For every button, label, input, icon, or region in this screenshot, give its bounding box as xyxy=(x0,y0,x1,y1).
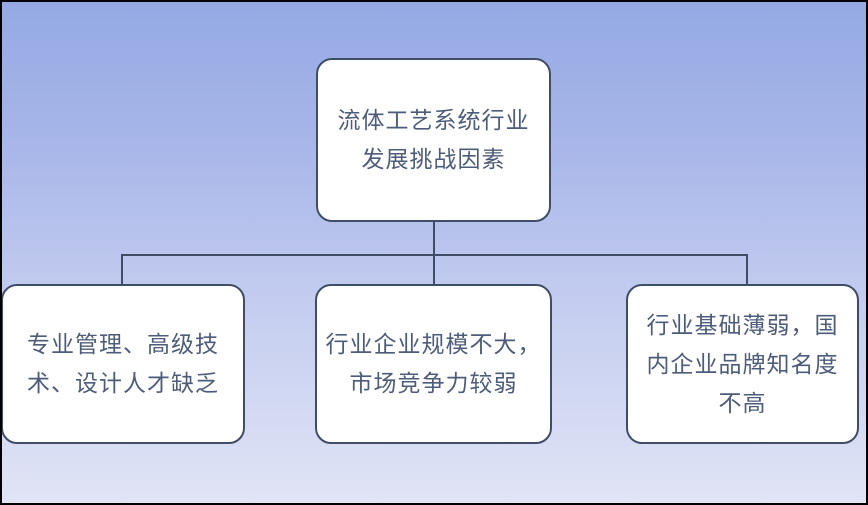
connector-root-stem xyxy=(433,222,435,255)
child-node-talent-shortage[interactable]: 专业管理、高级技 术、设计人才缺乏 xyxy=(2,284,245,444)
connector-drop-right xyxy=(746,255,748,285)
child-node-label: 专业管理、高级技 术、设计人才缺乏 xyxy=(27,331,219,396)
connector-drop-middle xyxy=(433,255,435,285)
connector-drop-left xyxy=(121,255,123,285)
child-node-label: 行业企业规模不大， 市场竞争力较弱 xyxy=(325,331,542,396)
root-node-label: 流体工艺系统行业 发展挑战因素 xyxy=(337,107,530,172)
child-node-weak-foundation[interactable]: 行业基础薄弱，国 内企业品牌知名度 不高 xyxy=(626,284,859,444)
root-node[interactable]: 流体工艺系统行业 发展挑战因素 xyxy=(316,58,551,222)
child-node-label: 行业基础薄弱，国 内企业品牌知名度 不高 xyxy=(646,311,839,416)
child-node-small-scale[interactable]: 行业企业规模不大， 市场竞争力较弱 xyxy=(315,284,552,444)
